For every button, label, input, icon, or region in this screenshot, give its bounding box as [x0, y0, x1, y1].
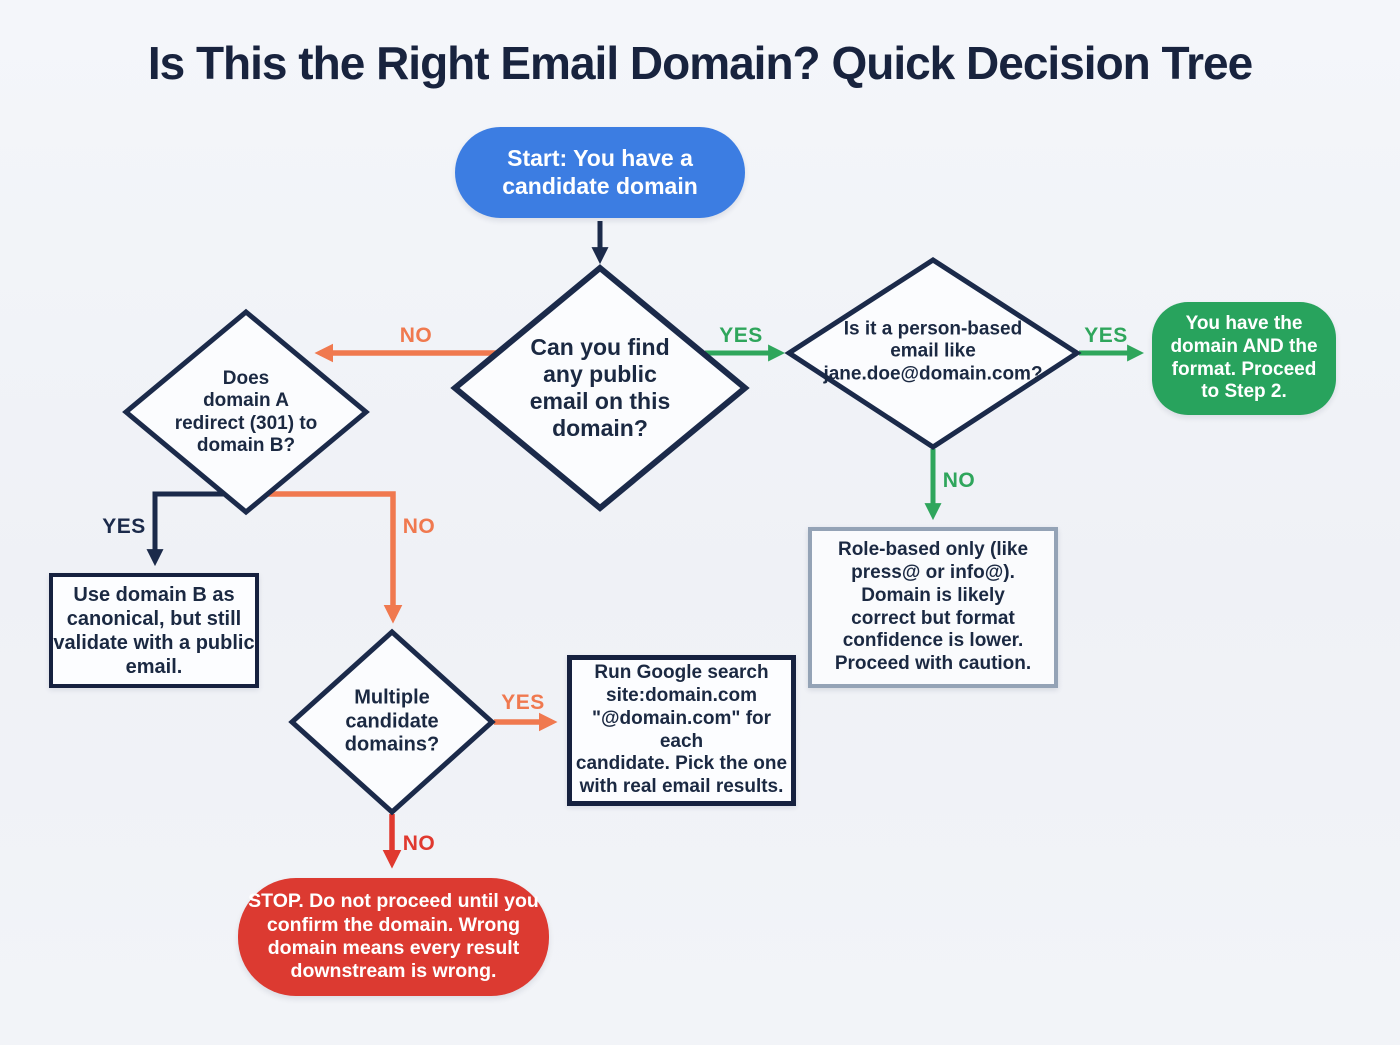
- question-redirect-301: Does domain A redirect (301) to domain B…: [174, 368, 318, 457]
- arrow-yes-redirect-to-domain-b: [146, 491, 226, 567]
- arrow-no-redirect-to-multiple: [266, 491, 403, 624]
- question-multiple-domains: Multiple candidate domains?: [344, 686, 440, 756]
- decision-diamond-person-based: [784, 257, 1082, 450]
- edge-label-no-redirect: NO: [402, 515, 436, 538]
- start-node: Start: You have a candidate domain: [455, 127, 745, 218]
- decision-diamond-public-email: [450, 264, 750, 512]
- edge-label-yes-redirect: YES: [102, 515, 146, 538]
- edge-label-yes-person-based: YES: [1084, 324, 1128, 347]
- question-public-email: Can you find any public email on this do…: [529, 333, 671, 442]
- edge-label-no-multiple: NO: [402, 832, 436, 855]
- stop-node: STOP. Do not proceed until you confirm t…: [238, 878, 549, 996]
- edge-label-no-person-based: NO: [942, 469, 976, 492]
- decision-diamond-redirect: [122, 308, 370, 516]
- decision-diamond-multiple-domains: [288, 628, 496, 816]
- edge-label-yes-multiple: YES: [501, 691, 545, 714]
- question-person-based: Is it a person-based email like jane.doe…: [823, 318, 1043, 385]
- google-search-node: Run Google search site:domain.com "@doma…: [567, 655, 796, 806]
- edge-label-yes-public-email: YES: [719, 324, 763, 347]
- use-domain-b-node: Use domain B as canonical, but still val…: [49, 573, 259, 688]
- success-node: You have the domain AND the format. Proc…: [1152, 302, 1336, 415]
- role-based-note-node: Role-based only (like press@ or info@). …: [808, 527, 1058, 688]
- edge-label-no-public-email: NO: [399, 324, 433, 347]
- page-title: Is This the Right Email Domain? Quick De…: [147, 37, 1253, 89]
